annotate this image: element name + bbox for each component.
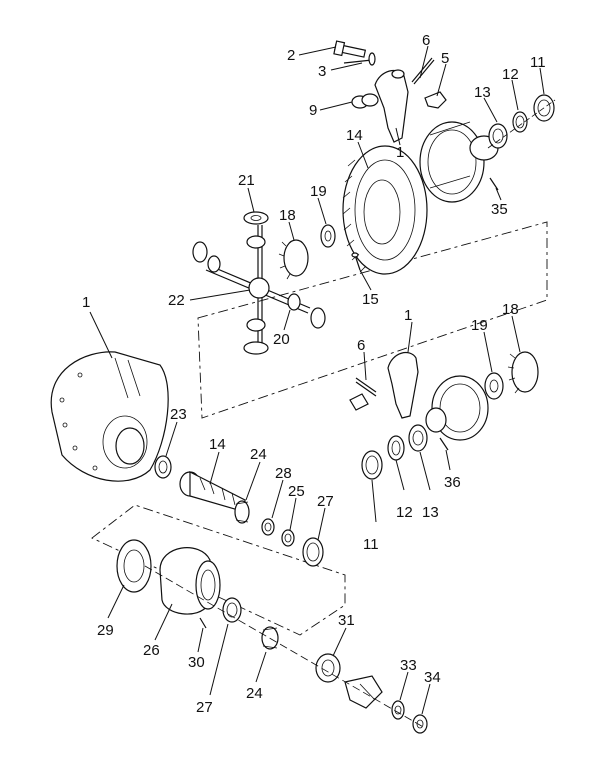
callout-18-top: 18 <box>279 207 296 224</box>
leader-lines <box>89 45 545 715</box>
spacer-part-28 <box>261 518 275 536</box>
callout-24-upper: 24 <box>250 446 267 463</box>
callout-33: 33 <box>400 657 417 674</box>
callout-22: 22 <box>168 292 185 309</box>
callout-14-top: 14 <box>346 127 363 144</box>
callout-18-middle: 18 <box>502 301 519 318</box>
callout-12-middle: 12 <box>396 504 413 521</box>
lock-middle <box>349 393 369 411</box>
bearing-cone-part-24-upper <box>234 500 250 524</box>
adjusting-ring-part-12-middle <box>387 435 405 461</box>
callout-5: 5 <box>441 50 449 67</box>
callout-6-middle: 6 <box>357 337 365 354</box>
callout-12-top: 12 <box>502 66 519 83</box>
cotter-pin-part-6-top <box>411 57 435 85</box>
callout-1-top: 1 <box>396 144 404 161</box>
screw-part-35 <box>489 177 499 191</box>
callout-13-top: 13 <box>474 84 491 101</box>
spider-assembly <box>192 211 326 355</box>
callout-19-middle: 19 <box>471 317 488 334</box>
callout-29: 29 <box>97 622 114 639</box>
callout-19-top: 19 <box>310 183 327 200</box>
callout-34: 34 <box>424 669 441 686</box>
screw-part-36 <box>439 437 449 451</box>
side-gear-part-18-middle <box>507 351 539 394</box>
pinion-cage-part-26 <box>159 547 221 615</box>
bearing-cup-part-27-lower <box>222 597 242 623</box>
callout-9: 9 <box>309 102 317 119</box>
callout-23: 23 <box>170 406 187 423</box>
callout-27-lower: 27 <box>196 699 213 716</box>
callout-20: 20 <box>273 331 290 348</box>
callout-1-housing: 1 <box>82 294 90 311</box>
carrier-housing-part-1 <box>50 351 169 482</box>
callout-28: 28 <box>275 465 292 482</box>
bearing-cone-part-13-top <box>488 123 508 149</box>
adjusting-ring-part-12-top <box>512 111 528 133</box>
differential-case-top <box>419 121 499 203</box>
bearing-cap-part-1-middle <box>387 351 419 419</box>
washer-part-33 <box>391 700 405 720</box>
nut-part-34 <box>412 714 428 734</box>
bearing-cone-part-13-middle <box>408 424 428 452</box>
callout-11-middle: 11 <box>363 536 379 553</box>
shim-part-25 <box>281 529 295 547</box>
bearing-cup-part-11-middle <box>361 450 383 480</box>
callout-1-middle: 1 <box>404 307 412 324</box>
callout-labels: 2 3 6 5 11 12 13 9 14 1 21 18 19 35 22 1… <box>82 32 546 716</box>
spacer-part-9 <box>351 93 379 109</box>
callout-30: 30 <box>188 654 205 671</box>
callout-27-upper: 27 <box>317 493 334 510</box>
callout-21: 21 <box>238 172 255 189</box>
cotter-pin-part-6-middle <box>355 377 377 397</box>
callout-13-middle: 13 <box>422 504 439 521</box>
callout-26: 26 <box>143 642 160 659</box>
bearing-part-23 <box>154 455 172 479</box>
callout-11-top: 11 <box>530 54 546 71</box>
shim-part-29 <box>116 539 152 593</box>
plug-part-30 <box>199 617 207 629</box>
washer-part-3 <box>343 52 376 66</box>
bearing-cup-part-27-upper <box>302 537 324 567</box>
drive-pinion-part-14 <box>179 471 246 513</box>
callout-14-pinion: 14 <box>209 436 226 453</box>
bolt-part-2 <box>333 40 367 58</box>
oil-seal-part-31 <box>315 653 341 683</box>
bearing-cap-part-1-top <box>374 69 409 143</box>
lock-part-5 <box>424 91 447 109</box>
callout-3-top: 3 <box>318 63 326 80</box>
callout-31: 31 <box>338 612 355 629</box>
callout-25: 25 <box>288 483 305 500</box>
side-gear-part-18-top <box>278 239 309 280</box>
callout-6-top: 6 <box>422 32 430 49</box>
pinion-cage-group-boundary <box>91 504 346 636</box>
callout-24-lower: 24 <box>246 685 263 702</box>
callout-2-top: 2 <box>287 47 295 64</box>
differential-case-middle <box>425 375 489 441</box>
ring-gear-part-14 <box>342 145 428 275</box>
callout-36: 36 <box>444 474 461 491</box>
callout-15: 15 <box>362 291 379 308</box>
thrust-washer-part-19-top <box>320 224 336 248</box>
callout-35: 35 <box>491 201 508 218</box>
thrust-washer-part-19-middle <box>484 372 504 400</box>
